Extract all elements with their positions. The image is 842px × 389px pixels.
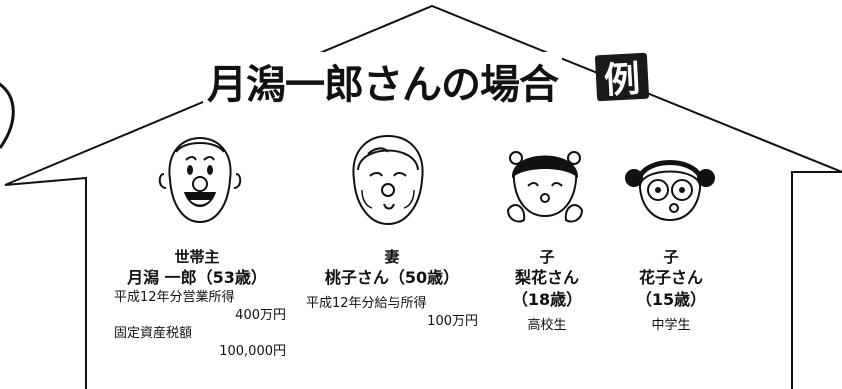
member-note-label: 高校生 [527, 318, 567, 333]
mother-face-icon [352, 134, 424, 226]
member-name: 桃子さん（50歳） [324, 268, 460, 287]
member-head-of-household: 世帯主 月潟 一郎（53歳） 平成12年分営業所得 400万円 固定資産税額 1… [104, 247, 290, 361]
member-role: 子 [539, 248, 555, 266]
member-note-value: 100,000円 [219, 344, 286, 359]
daughter-face-icon [506, 151, 584, 223]
left-edge-swoosh-icon [0, 82, 15, 149]
member-age: （15歳） [635, 290, 707, 309]
member-name: 梨花さん [514, 268, 579, 287]
member-role: 妻 [384, 248, 400, 266]
member-child-rika: 子 梨花さん （18歳） 高校生 [494, 247, 600, 335]
member-note-label: 中学生 [651, 318, 691, 333]
member-role: 世帯主 [174, 248, 220, 266]
father-face-icon [158, 136, 242, 224]
member-note-label: 平成12年分営業所得 [114, 290, 235, 305]
member-note-label: 固定資産税額 [114, 326, 193, 341]
member-note-label: 平成12年分給与所得 [306, 296, 427, 311]
member-name: 月潟 一郎（53歳） [127, 268, 267, 287]
member-note-value: 400万円 [235, 308, 286, 323]
member-child-hanako: 子 花子さん （15歳） 中学生 [618, 247, 724, 335]
girl-face-icon [625, 160, 715, 222]
member-name: 花子さん [638, 268, 703, 287]
member-role: 子 [663, 248, 679, 266]
member-note-value: 100万円 [427, 314, 478, 329]
member-age: （18歳） [511, 290, 583, 309]
member-wife: 妻 桃子さん（50歳） 平成12年分給与所得 100万円 [306, 247, 478, 331]
